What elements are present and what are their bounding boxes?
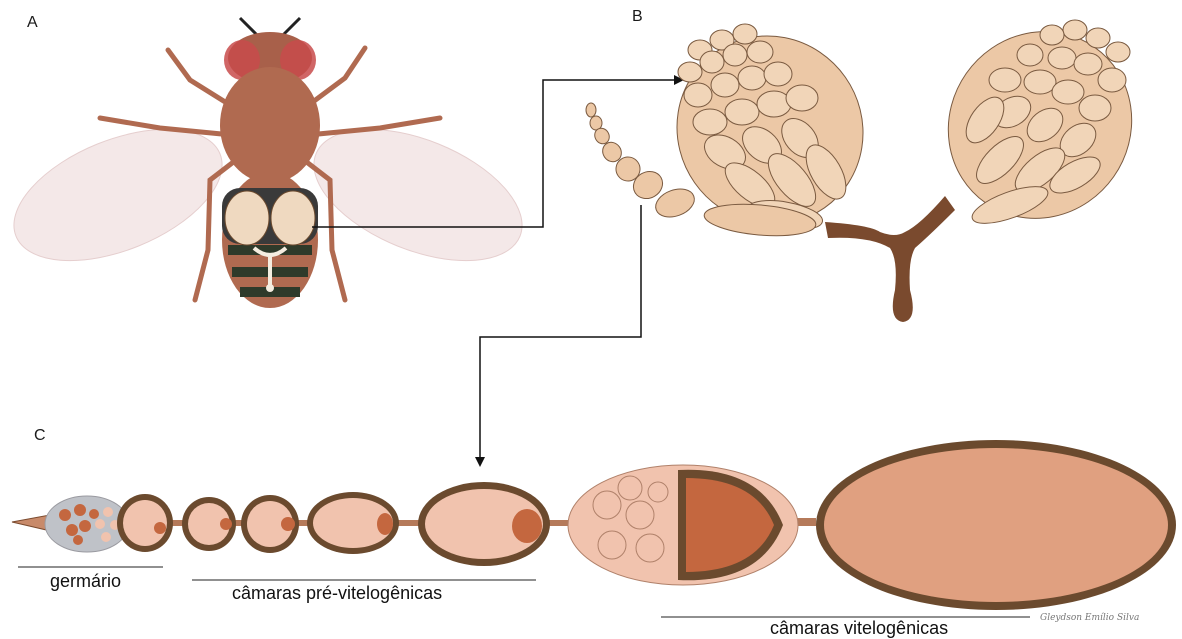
ovary-pair-illustration	[586, 0, 1168, 322]
fly-right-ovary	[271, 191, 315, 245]
ovariole-illustration	[12, 440, 1176, 617]
panel-label-a: A	[27, 14, 38, 32]
connector-b-to-c-arrowhead	[475, 457, 485, 467]
label-vitellogenic-chambers: câmaras vitelogênicas	[770, 618, 948, 639]
fly-thorax	[220, 67, 320, 183]
egg-chamber-stage-3	[241, 495, 299, 553]
egg-chamber-stage-4	[307, 492, 399, 554]
egg-chamber-stage-6	[568, 465, 798, 585]
right-ovary	[912, 0, 1168, 254]
panel-label-b: B	[632, 8, 643, 26]
egg-chamber-stage-1	[117, 494, 173, 552]
egg-chamber-stage-7	[816, 440, 1176, 610]
fly-left-ovary	[225, 191, 269, 245]
egg-chamber-stage-2	[182, 497, 236, 551]
fly-illustration	[0, 18, 541, 308]
label-previtellogenic-chambers: câmaras pré-vitelogênicas	[232, 583, 442, 604]
panel-label-c: C	[34, 427, 46, 445]
fly-oviduct-end	[266, 284, 274, 292]
egg-chamber-stage-5	[418, 482, 550, 566]
author-credit: Gleydson Emílio Silva	[1040, 613, 1139, 623]
common-oviduct	[825, 196, 955, 322]
label-germarium: germário	[50, 571, 121, 592]
